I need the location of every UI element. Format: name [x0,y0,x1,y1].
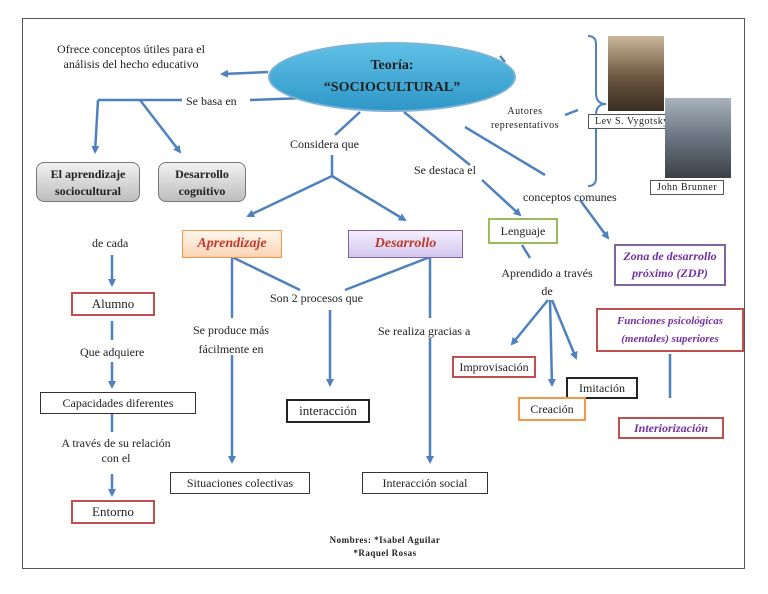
connector-se-realiza: Se realiza gracias a [378,324,471,338]
autores-line1: Autores [507,106,543,117]
se-produce-line1: Se produce más [193,323,269,337]
el-aprendizaje-box: El aprendizaje sociocultural [36,162,140,202]
lenguaje-box: Lenguaje [488,218,558,244]
aprendido-line1: Aprendido a través [501,266,593,280]
autores-line2: representativos [490,120,560,131]
zdp-box: Zona de desarrollo próximo (ZDP) [614,244,726,286]
situaciones-colectivas-box: Situaciones colectivas [170,472,310,494]
funciones-line1: Funciones psicológicas [616,315,724,327]
connector-conceptos-comunes: conceptos comunes [523,190,617,204]
funciones-psicologicas-box: Funciones psicológicas (mentales) superi… [596,308,744,352]
brunner-photo [665,98,731,178]
alumno-box: Alumno [71,292,155,316]
desarrollo-box: Desarrollo [348,230,463,258]
vygotsky-photo [608,36,664,111]
zdp-line2: próximo (ZDP) [632,266,708,280]
connector-se-basa-en: Se basa en [186,94,237,108]
connector-se-produce: Se produce más fácilmente en [186,321,276,359]
connector-considera-que: Considera que [290,137,359,151]
zdp-line1: Zona de desarrollo [623,249,717,263]
footer-names: Nombres: *Isabel Aguilar *Raquel Rosas [318,534,452,560]
desarrollo-cognitivo-box: Desarrollo cognitivo [158,162,246,202]
brunner-name: John Brunner [650,180,725,195]
a-traves-line2: con el [101,451,131,464]
top-left-line2: análisis del hecho educativo [63,57,199,71]
title-line2: “SOCIOCULTURAL” [323,80,461,95]
interaccion-social-box: Interacción social [362,472,488,494]
vygotsky-name: Lev S. Vygotsky [588,114,676,129]
connector-se-destaca-el: Se destaca el [414,163,476,177]
connector-que-adquiere: Que adquiere [80,345,145,359]
connector-aprendido: Aprendido a través de [492,264,602,300]
footer-line1: Nombres: *Isabel Aguilar [329,535,441,545]
diagram-frame [22,18,745,569]
se-produce-line2: fácilmente en [198,342,264,356]
improvisacion-box: Improvisación [452,356,536,378]
top-left-text: Ofrece conceptos útiles para el análisis… [50,42,212,72]
connector-son-2-procesos: Son 2 procesos que [270,291,363,305]
entorno-box: Entorno [71,500,155,524]
title-line1: Teoría: [370,58,414,73]
connector-a-traves: A través de su relación con el [56,436,176,464]
a-traves-line1: A través de su relación [61,436,171,450]
theory-title-ellipse: Teoría: “SOCIOCULTURAL” [268,42,516,112]
creacion-box: Creación [518,397,586,421]
autores-representativos: Autores representativos [486,105,564,133]
imitacion-box: Imitación [566,377,638,399]
top-left-line1: Ofrece conceptos útiles para el [57,42,205,56]
funciones-line2: (mentales) superiores [621,333,719,345]
footer-line2: *Raquel Rosas [353,548,417,558]
capacidades-box: Capacidades diferentes [40,392,196,414]
interaccion-box: interacción [286,399,370,423]
aprendido-line2: de [541,284,553,298]
interiorizacion-box: Interiorización [618,417,724,439]
aprendizaje-box: Aprendizaje [182,230,282,258]
connector-de-cada: de cada [92,236,129,250]
